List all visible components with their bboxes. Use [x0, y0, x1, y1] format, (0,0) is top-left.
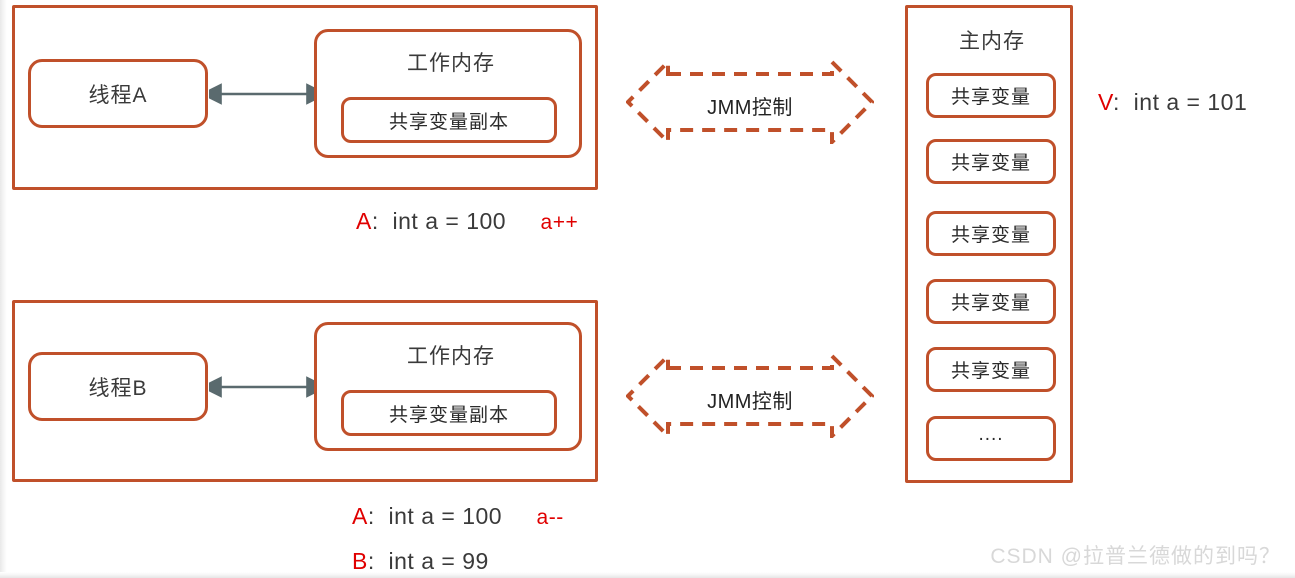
thread-a-label: 线程A: [88, 83, 148, 107]
thread-b-label: 线程B: [88, 376, 148, 400]
jmm-control-arrow-b: [626, 354, 874, 438]
page-bottom-edge: [0, 572, 1295, 578]
thread-a-working-memory: 工作内存 共享变量副本: [314, 29, 582, 158]
main-memory-slot-3-label: 共享变量: [950, 225, 1031, 246]
thread-a-shared-copy: 共享变量副本: [341, 97, 557, 143]
thread-b-equation-1-tag: A: [352, 503, 368, 529]
thread-a-box: 线程A: [28, 59, 208, 128]
thread-b-shared-copy: 共享变量副本: [341, 390, 557, 436]
thread-a-equation-1-tag: A: [356, 208, 372, 234]
page-left-edge: [0, 0, 7, 578]
thread-b-equation-2-sep: :: [367, 548, 375, 574]
main-memory-slot-5: 共享变量: [926, 347, 1056, 392]
thread-b-equation-1: A: int a = 100 a--: [352, 503, 564, 530]
main-memory-slot-6-label: ....: [978, 423, 1004, 445]
main-memory-value-tag: V: [1098, 89, 1113, 115]
thread-b-equation-1-op: a--: [536, 506, 564, 529]
main-memory-slot-3: 共享变量: [926, 211, 1056, 256]
main-memory-value-expr: int a = 101: [1133, 89, 1248, 115]
main-memory-title: 主内存: [959, 30, 1025, 53]
thread-b-equation-2: B: int a = 99: [352, 548, 489, 575]
thread-b-shared-copy-label: 共享变量副本: [388, 404, 509, 426]
main-memory-slot-6: ....: [926, 416, 1056, 461]
main-memory-value-note: V: int a = 101: [1098, 89, 1247, 116]
main-memory-slot-4: 共享变量: [926, 279, 1056, 324]
thread-b-working-memory-label: 工作内存: [407, 345, 495, 368]
thread-a-working-memory-label: 工作内存: [407, 52, 495, 75]
thread-a-equation-1-sep: :: [371, 208, 379, 234]
thread-b-equation-2-expr: int a = 99: [388, 548, 489, 574]
csdn-watermark: CSDN @拉普兰德做的到吗？: [990, 545, 1281, 568]
thread-b-equation-1-sep: :: [367, 503, 375, 529]
jmm-control-label-b: JMM控制: [707, 391, 793, 413]
main-memory-slot-2-label: 共享变量: [950, 153, 1031, 174]
main-memory-container: 主内存 共享变量 共享变量 共享变量 共享变量 共享变量 ....: [905, 5, 1073, 483]
thread-b-equation-1-expr: int a = 100: [388, 503, 503, 529]
thread-b-working-memory: 工作内存 共享变量副本: [314, 322, 582, 451]
main-memory-value-sep: :: [1113, 89, 1120, 115]
main-memory-slot-2: 共享变量: [926, 139, 1056, 184]
jmm-control-arrow-a: [626, 60, 874, 144]
main-memory-slot-1-label: 共享变量: [950, 87, 1031, 108]
main-memory-slot-5-label: 共享变量: [950, 361, 1031, 382]
main-memory-slot-1: 共享变量: [926, 73, 1056, 118]
thread-a-shared-copy-label: 共享变量副本: [388, 111, 509, 133]
thread-a-equation-1: A: int a = 100 a++: [356, 208, 578, 235]
thread-a-equation-1-expr: int a = 100: [392, 208, 507, 234]
thread-b-memory-arrow: [209, 376, 319, 398]
thread-b-equation-2-tag: B: [352, 548, 368, 574]
thread-a-memory-arrow: [209, 83, 319, 105]
main-memory-slot-4-label: 共享变量: [950, 293, 1031, 314]
thread-b-box: 线程B: [28, 352, 208, 421]
jmm-control-label-a: JMM控制: [707, 97, 793, 119]
thread-a-equation-1-op: a++: [540, 211, 579, 234]
